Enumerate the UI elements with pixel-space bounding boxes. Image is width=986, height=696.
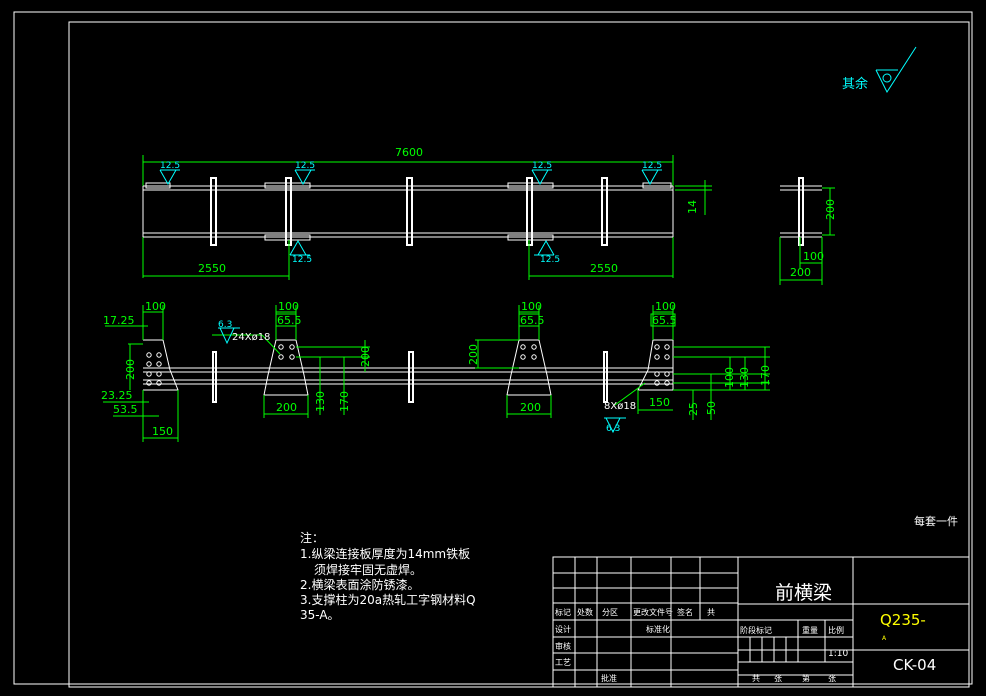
weld-symbols-top: 12.5 12.5 12.5 12.5 12.5 12.5 (159, 161, 662, 265)
svg-text:23.25: 23.25 (101, 389, 133, 402)
svg-text:65.5: 65.5 (277, 314, 302, 327)
svg-text:比例: 比例 (828, 625, 844, 635)
svg-text:100: 100 (723, 367, 736, 388)
svg-text:1.纵梁连接板厚度为14mm铁板: 1.纵梁连接板厚度为14mm铁板 (300, 546, 470, 561)
dim-side-height: 200 (824, 199, 837, 220)
svg-text:130: 130 (738, 367, 751, 388)
svg-text:200: 200 (467, 344, 480, 365)
part-name: 前横梁 (775, 582, 832, 604)
holes-callout-left: 24Xø18 (232, 332, 270, 343)
svg-text:12.5: 12.5 (540, 255, 560, 265)
inner-border (68, 21, 970, 688)
svg-text:3.支撑柱为20a热轧工字钢材料Q: 3.支撑柱为20a热轧工字钢材料Q (300, 592, 476, 607)
svg-text:65.5: 65.5 (520, 314, 545, 327)
svg-text:12.5: 12.5 (292, 255, 312, 265)
svg-text:130: 130 (314, 391, 327, 412)
svg-text:200: 200 (520, 401, 541, 414)
svg-text:设计: 设计 (555, 624, 571, 634)
svg-text:重量: 重量 (802, 625, 818, 635)
material: Q235- (880, 611, 926, 629)
svg-text:共: 共 (707, 608, 715, 617)
svg-text:审核: 审核 (555, 641, 571, 651)
svg-text:100: 100 (521, 300, 542, 313)
svg-text:200: 200 (276, 401, 297, 414)
svg-text:53.5: 53.5 (113, 403, 138, 416)
svg-text:150: 150 (152, 425, 173, 438)
svg-text:170: 170 (759, 365, 772, 386)
surface-finish-symbol: 其余 (842, 46, 917, 94)
svg-text:共: 共 (752, 674, 760, 683)
weld-detail-left: 6.3 (218, 320, 232, 330)
svg-text:注：: 注： (300, 530, 324, 545)
dim-left-segment: 2550 (198, 262, 226, 275)
svg-text:第: 第 (802, 673, 810, 683)
svg-text:65.5: 65.5 (652, 314, 677, 327)
svg-text:张: 张 (774, 674, 782, 683)
side-view: 200 100 200 (779, 177, 837, 285)
surface-finish-label: 其余 (842, 76, 868, 92)
svg-text:100: 100 (145, 300, 166, 313)
svg-text:50: 50 (705, 401, 718, 415)
dim-side-width: 200 (790, 266, 811, 279)
svg-text:批准: 批准 (601, 673, 617, 683)
dim-overall-length: 7600 (395, 146, 423, 159)
svg-text:12.5: 12.5 (160, 161, 180, 171)
svg-text:分区: 分区 (602, 608, 618, 617)
technical-notes: 注： 1.纵梁连接板厚度为14mm铁板 须焊接牢固无虚焊。 2.横梁表面涂防锈漆… (300, 530, 476, 622)
svg-text:标准化: 标准化 (646, 624, 670, 634)
svg-text:200: 200 (359, 346, 372, 367)
drawing-number: CK-04 (893, 656, 936, 674)
svg-text:处数: 处数 (577, 607, 593, 617)
top-view: 7600 14 2550 2550 (142, 146, 712, 280)
dim-thickness: 14 (686, 200, 699, 214)
svg-text:12.5: 12.5 (295, 161, 315, 171)
svg-text:100: 100 (278, 300, 299, 313)
outer-border (13, 11, 973, 685)
svg-text:标记: 标记 (555, 607, 571, 617)
svg-text:150: 150 (649, 396, 670, 409)
svg-text:阶段标记: 阶段标记 (740, 625, 772, 635)
svg-text:签名: 签名 (677, 607, 693, 617)
dim-right-segment: 2550 (590, 262, 618, 275)
svg-text:17.25: 17.25 (103, 314, 135, 327)
svg-text:12.5: 12.5 (642, 161, 662, 171)
svg-text:须焊接牢固无虚焊。: 须焊接牢固无虚焊。 (314, 562, 422, 577)
material-suffix: A (882, 635, 887, 642)
svg-text:35-A。: 35-A。 (300, 608, 340, 622)
svg-text:100: 100 (655, 300, 676, 313)
svg-text:200: 200 (124, 359, 137, 380)
svg-text:更改文件号: 更改文件号 (633, 607, 673, 617)
svg-text:张: 张 (828, 674, 836, 683)
svg-text:170: 170 (338, 391, 351, 412)
title-block: 标记 处数 分区 更改文件号 签名 共 设计 标准化 审核 工艺 批准 阶段标记… (552, 556, 970, 688)
svg-text:25: 25 (687, 402, 700, 416)
holes-callout-right: 8Xø18 (604, 401, 636, 412)
dim-side-flange: 100 (803, 250, 824, 263)
svg-text:2.横梁表面涂防锈漆。: 2.横梁表面涂防锈漆。 (300, 577, 419, 592)
front-view: 100 17.25 200 23.25 53.5 150 100 65.5 20… (101, 300, 772, 442)
per-set-label: 每套一件 (914, 514, 958, 528)
svg-text:工艺: 工艺 (555, 658, 571, 667)
svg-text:12.5: 12.5 (532, 161, 552, 171)
scale-value: 1:10 (828, 649, 848, 659)
weld-detail-right: 6.3 (606, 424, 620, 434)
